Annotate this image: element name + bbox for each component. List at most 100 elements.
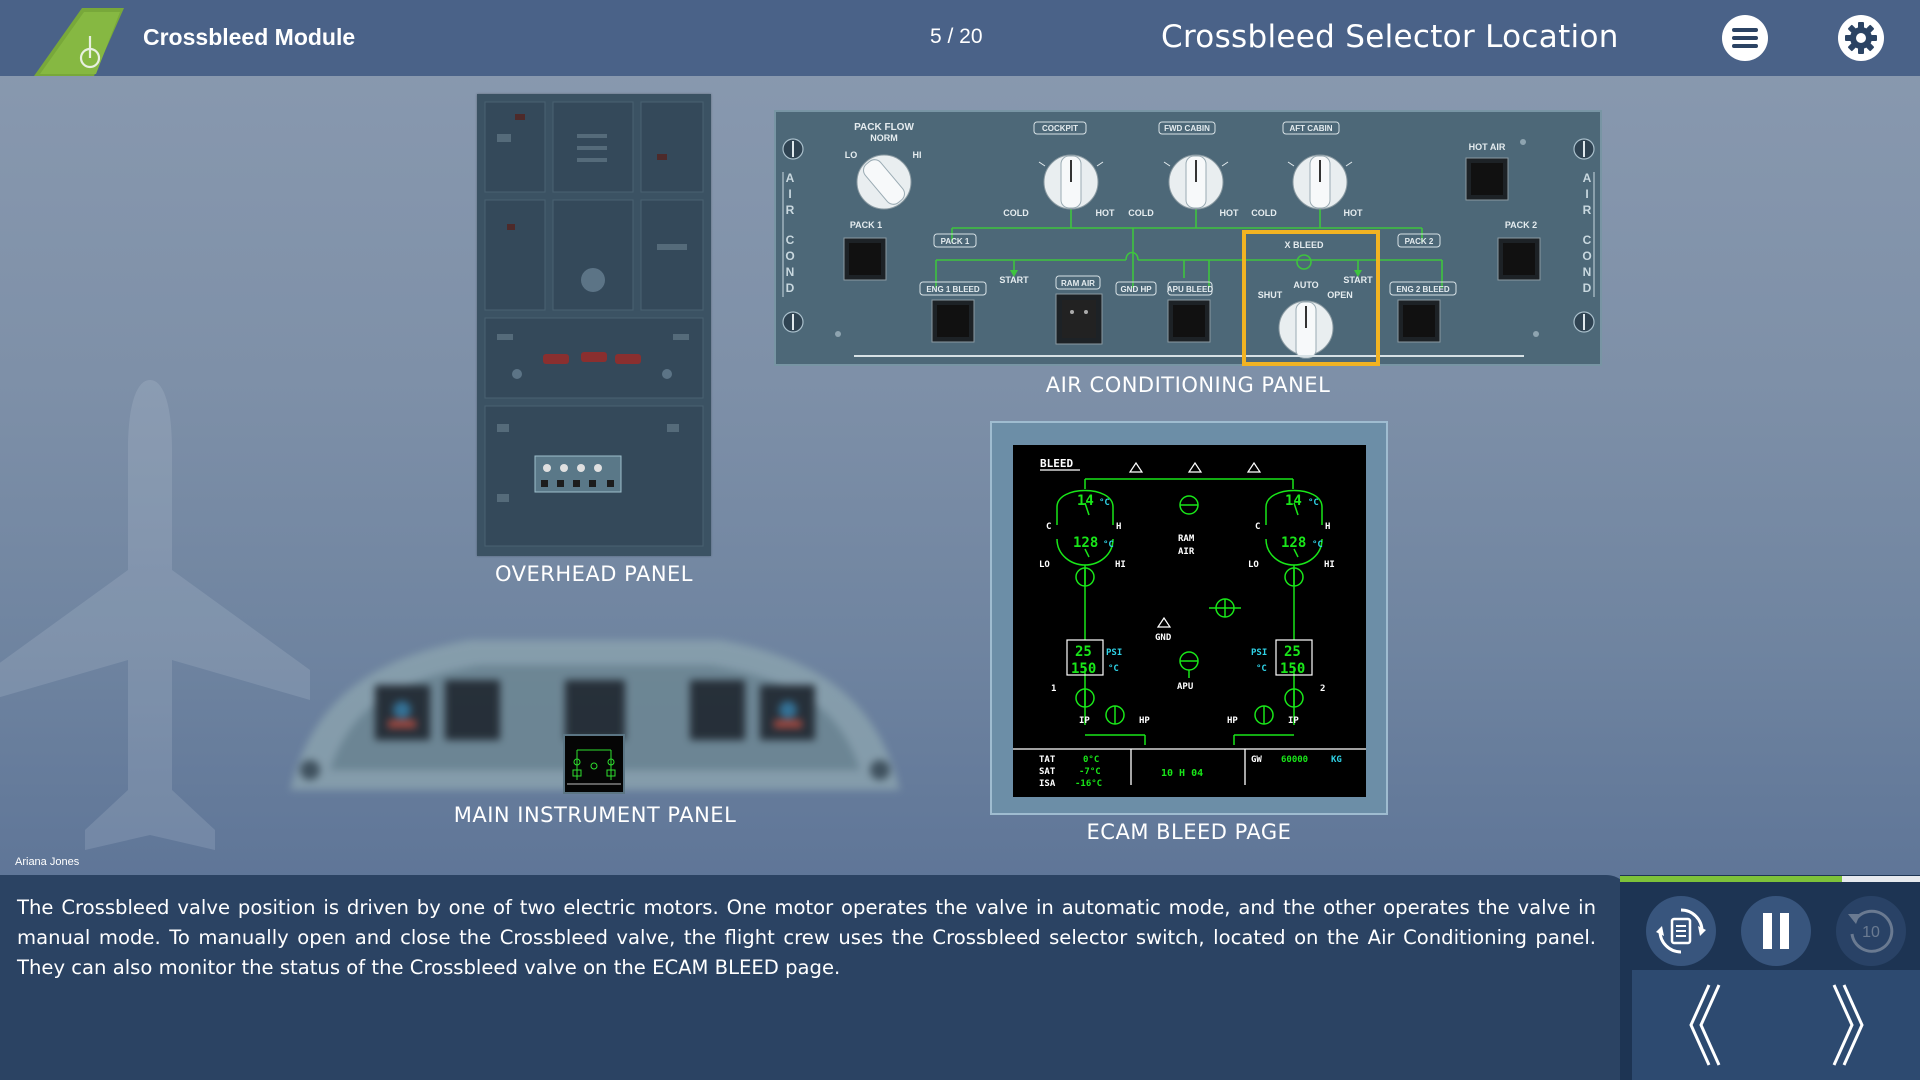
- background-plane-watermark: [0, 380, 310, 850]
- aft-cabin-label: AFT CABIN: [1289, 124, 1332, 133]
- right-ip-label: IP: [1288, 716, 1299, 726]
- left-hp-label: HP: [1139, 716, 1150, 726]
- eng2-bleed-pushbutton[interactable]: [1397, 299, 1441, 343]
- air-cond-left-i: I: [788, 187, 791, 201]
- hot-air-label: HOT AIR: [1469, 142, 1506, 152]
- author-credit: Ariana Jones: [15, 856, 80, 868]
- left-ip-label: IP: [1079, 716, 1090, 726]
- pack-flow-label: PACK FLOW: [854, 122, 914, 133]
- air-cond-left-o: O: [785, 249, 794, 263]
- air-conditioning-panel: A I R C O N D A I R C O N D: [774, 110, 1602, 366]
- left-bleed-temp: 150: [1071, 661, 1096, 677]
- apu-bleed-pushbutton[interactable]: [1167, 299, 1211, 343]
- left-unit-2: °C: [1103, 540, 1114, 550]
- module-title: Crossbleed Module: [143, 24, 356, 50]
- left-lo-label: LO: [1039, 560, 1050, 570]
- gw-value: 60000: [1281, 755, 1308, 765]
- left-pack-outlet-temp: 14: [1077, 493, 1094, 509]
- right-hi-label: HI: [1324, 560, 1335, 570]
- rewind-10-icon: 10: [1848, 909, 1894, 953]
- air-cond-right-i: I: [1585, 187, 1588, 201]
- gear-icon: [1845, 22, 1877, 54]
- aft-hot-label: HOT: [1344, 208, 1364, 218]
- ecam-title: BLEED: [1040, 457, 1073, 470]
- ecam-thumbnail[interactable]: [563, 734, 625, 794]
- pack2-pushbutton[interactable]: [1497, 237, 1541, 281]
- gnd-label: GND: [1155, 633, 1172, 643]
- right-degc-unit: °C: [1256, 664, 1267, 674]
- air-cond-right-n: N: [1583, 265, 1592, 279]
- tat-label: TAT: [1039, 755, 1056, 765]
- shut-label: SHUT: [1258, 290, 1283, 300]
- air-cond-right-a: A: [1583, 171, 1592, 185]
- hi-label: HI: [913, 150, 922, 160]
- chevron-left-icon: [1689, 984, 1721, 1066]
- left-degc-unit: °C: [1108, 664, 1119, 674]
- left-psi-unit: PSI: [1106, 648, 1122, 658]
- air-cond-left-r: R: [786, 203, 795, 217]
- air-cond-right-r: R: [1583, 203, 1592, 217]
- progress-bar[interactable]: [1620, 876, 1920, 882]
- gw-label: GW: [1251, 755, 1262, 765]
- narration-panel: The Crossbleed valve position is driven …: [0, 875, 1632, 1080]
- right-h-label: H: [1325, 522, 1330, 532]
- left-h-label: H: [1116, 522, 1121, 532]
- main-instrument-panel-image[interactable]: [270, 620, 920, 795]
- aft-cabin-temp-knob[interactable]: [1292, 154, 1348, 210]
- progress-fill: [1620, 876, 1842, 882]
- isa-label: ISA: [1039, 779, 1056, 789]
- menu-button[interactable]: [1722, 15, 1768, 61]
- ecam-bleed-display: BLEED: [1013, 445, 1366, 797]
- rewind-10-label: 10: [1862, 924, 1880, 941]
- fwd-cabin-temp-knob[interactable]: [1168, 154, 1224, 210]
- screen-title: Crossbleed Selector Location: [1161, 19, 1619, 55]
- air-cond-left-c: C: [786, 233, 795, 247]
- air-cond-right-d: D: [1583, 281, 1592, 295]
- right-unit-1: °C: [1308, 498, 1319, 508]
- left-unit-1: °C: [1099, 498, 1110, 508]
- right-c-label: C: [1255, 522, 1260, 532]
- utc-time: 10 H 04: [1161, 768, 1203, 779]
- gnd-hp-label: GND HP: [1120, 285, 1152, 294]
- app-logo-icon: [34, 8, 124, 76]
- pack1-pushbutton[interactable]: [843, 237, 887, 281]
- eng2-label: 2: [1320, 684, 1325, 694]
- fwd-cabin-label: FWD CABIN: [1164, 124, 1210, 133]
- apu-label: APU: [1177, 682, 1193, 692]
- ram-air-label: RAM AIR: [1061, 279, 1095, 288]
- lo-label: LO: [845, 150, 858, 160]
- tat-value: 0°C: [1083, 755, 1099, 765]
- ecam-bleed-page-label: ECAM BLEED PAGE: [1086, 820, 1292, 844]
- page-counter: 5 / 20: [930, 25, 983, 48]
- air-cond-left-a: A: [786, 171, 795, 185]
- rewind-10-button[interactable]: 10: [1836, 896, 1906, 966]
- right-hp-label: HP: [1227, 716, 1238, 726]
- previous-button[interactable]: [1632, 970, 1778, 1080]
- left-pack-compressor-temp: 128: [1073, 535, 1098, 551]
- transcript-icon: [1656, 908, 1706, 954]
- ram-air-pushbutton[interactable]: [1055, 293, 1103, 345]
- cockpit-temp-knob[interactable]: [1043, 154, 1099, 210]
- next-button[interactable]: [1776, 970, 1920, 1080]
- right-pack-compressor-temp: 128: [1281, 535, 1306, 551]
- eng1-bleed-pushbutton[interactable]: [931, 299, 975, 343]
- right-bleed-temp: 150: [1280, 661, 1305, 677]
- right-bleed-pressure: 25: [1284, 644, 1301, 660]
- sat-label: SAT: [1039, 767, 1056, 777]
- pack1-label: PACK 1: [850, 220, 882, 230]
- ram-air-label-ecam-1: RAM: [1178, 534, 1195, 544]
- overhead-panel-image[interactable]: [477, 94, 711, 556]
- right-unit-2: °C: [1312, 540, 1323, 550]
- pack1-box-label: PACK 1: [941, 237, 970, 246]
- overhead-panel-drawing: [477, 94, 711, 556]
- pack2-box-label: PACK 2: [1405, 237, 1434, 246]
- settings-button[interactable]: [1838, 15, 1884, 61]
- transcript-button[interactable]: [1646, 896, 1716, 966]
- apu-bleed-label: APU BLEED: [1167, 285, 1213, 294]
- xbleed-selector-knob[interactable]: [1278, 300, 1334, 359]
- pause-button[interactable]: [1741, 896, 1811, 966]
- left-bleed-pressure: 25: [1075, 644, 1092, 660]
- pack-flow-knob[interactable]: [856, 154, 912, 210]
- hot-air-pushbutton[interactable]: [1465, 157, 1509, 201]
- pack2-label: PACK 2: [1505, 220, 1537, 230]
